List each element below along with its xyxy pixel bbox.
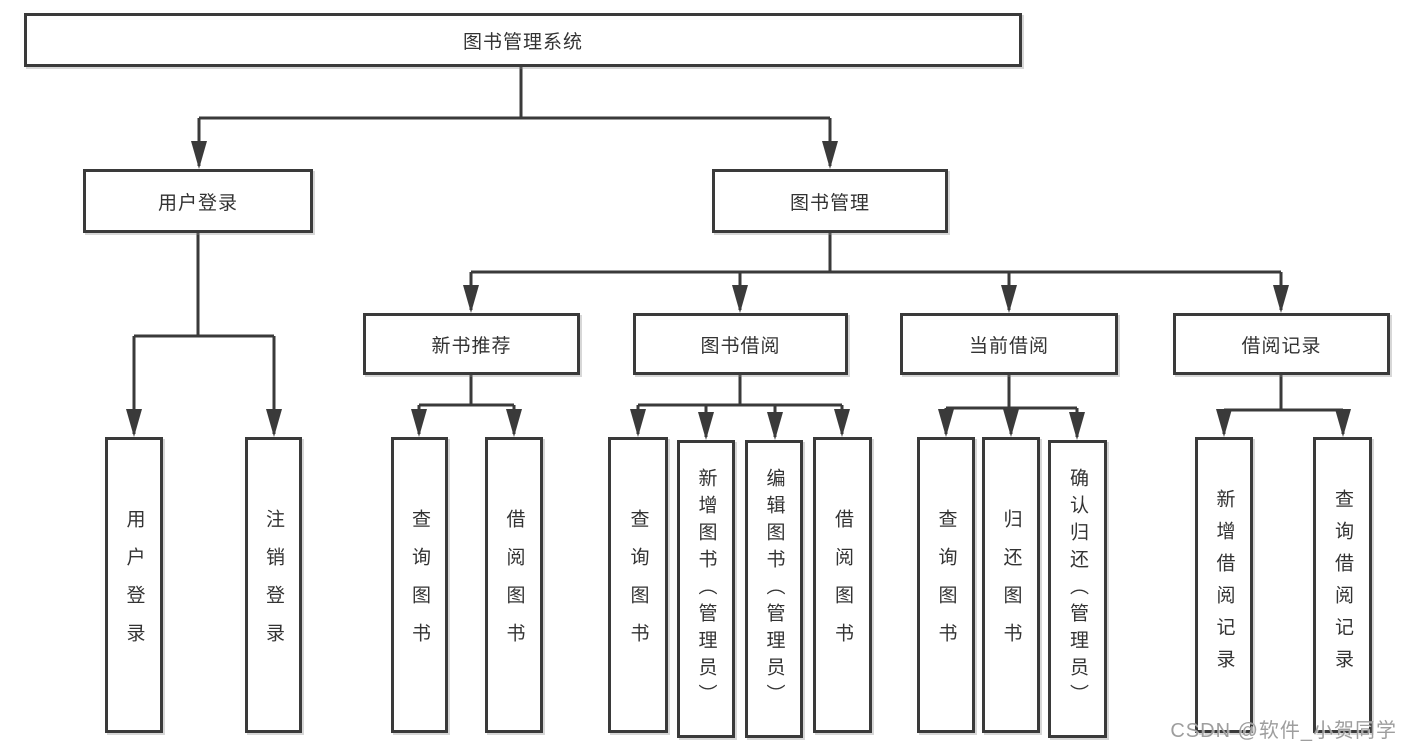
connector-current-borrowing	[938, 375, 1085, 440]
node-book-borrowing: 图书借阅	[633, 313, 848, 375]
arrow-head	[630, 409, 646, 437]
node-confirm-return-admin: 确认归还（管理员）	[1048, 440, 1107, 738]
connector-borrowing-records	[1216, 375, 1351, 437]
node-root: 图书管理系统	[24, 13, 1022, 67]
node-query-books-current: 查询图书	[917, 437, 975, 733]
connector-book-management	[463, 233, 1289, 313]
connector-line	[469, 233, 1283, 310]
arrow-head	[463, 285, 479, 313]
node-label: 查询图书	[935, 509, 957, 661]
node-borrow-books-recommend: 借阅图书	[485, 437, 543, 733]
node-label: 新增借阅记录	[1213, 489, 1235, 681]
node-label: 归还图书	[1000, 509, 1022, 661]
node-borrowing-records: 借阅记录	[1173, 313, 1390, 375]
node-book-management: 图书管理	[712, 169, 948, 233]
node-label: 查询图书	[627, 509, 649, 661]
arrow-head	[1069, 412, 1085, 440]
node-label: 用户登录	[123, 509, 145, 661]
node-current-borrowing: 当前借阅	[900, 313, 1118, 375]
connector-line	[417, 375, 516, 434]
node-user-login: 用户登录	[83, 169, 313, 233]
connector-new-book-recommend	[411, 375, 522, 437]
node-add-borrow-record: 新增借阅记录	[1195, 437, 1253, 733]
node-query-books-borrow: 查询图书	[608, 437, 668, 733]
node-logout-leaf: 注销登录	[245, 437, 302, 733]
arrow-head	[1216, 409, 1232, 437]
node-label: 借阅图书	[503, 509, 525, 661]
node-label: 查询图书	[409, 509, 430, 661]
arrow-head	[411, 409, 427, 437]
node-label: 编辑图书（管理员）	[763, 467, 785, 711]
node-label: 借阅图书	[832, 509, 853, 661]
arrow-head	[1001, 285, 1017, 313]
arrow-head	[126, 409, 142, 437]
arrow-head	[191, 141, 207, 169]
arrow-head	[266, 409, 282, 437]
arrow-head	[1003, 409, 1019, 437]
connector-book-borrowing	[630, 375, 850, 440]
node-query-books-recommend: 查询图书	[391, 437, 448, 733]
arrow-head	[506, 409, 522, 437]
node-query-borrow-record: 查询借阅记录	[1313, 437, 1372, 733]
node-label: 查询借阅记录	[1332, 489, 1353, 681]
arrow-head	[1335, 409, 1351, 437]
arrow-head	[834, 409, 850, 437]
node-label: 新增图书（管理员）	[695, 467, 717, 711]
arrow-head	[732, 285, 748, 313]
arrow-head	[938, 409, 954, 437]
connector-line	[197, 67, 832, 166]
node-return-book: 归还图书	[982, 437, 1040, 733]
connector-user-login	[126, 233, 282, 437]
csdn-watermark: CSDN @软件_小贺同学	[1170, 720, 1397, 742]
connector-line	[1222, 375, 1345, 434]
connector-line	[636, 375, 844, 437]
connector-root-to-level2	[191, 67, 838, 169]
node-user-login-leaf: 用户登录	[105, 437, 163, 733]
node-label: 注销登录	[263, 509, 284, 661]
arrow-head	[767, 412, 783, 440]
arrow-head	[1273, 285, 1289, 313]
arrow-head	[698, 412, 714, 440]
node-borrow-books-leaf: 借阅图书	[813, 437, 872, 733]
arrow-head	[822, 141, 838, 169]
node-add-book-admin: 新增图书（管理员）	[677, 440, 735, 738]
connector-line	[132, 233, 276, 434]
node-edit-book-admin: 编辑图书（管理员）	[745, 440, 803, 738]
node-label: 确认归还（管理员）	[1067, 467, 1088, 711]
node-new-book-recommend: 新书推荐	[363, 313, 580, 375]
